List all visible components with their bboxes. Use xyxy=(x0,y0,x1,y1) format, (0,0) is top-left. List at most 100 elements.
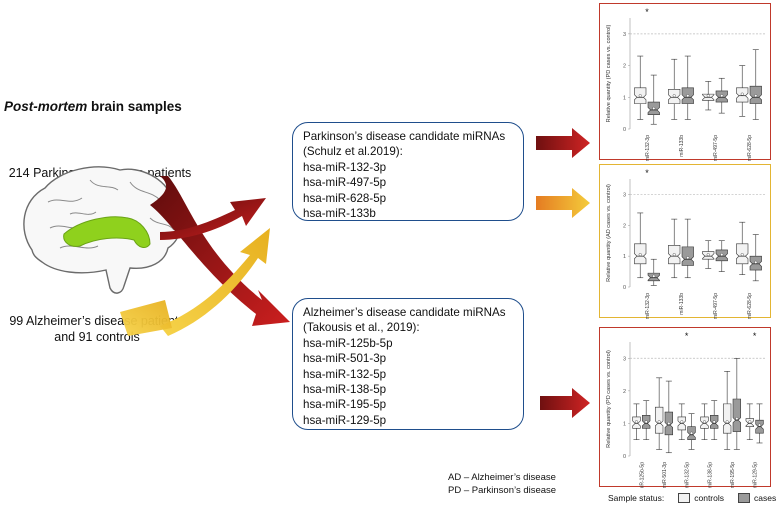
yellow-curved-arrow xyxy=(160,228,270,336)
arrows-layer xyxy=(23,128,590,418)
ad-box-citation: (Takousis et al., 2019): xyxy=(303,321,420,335)
mean-marker xyxy=(657,420,661,424)
mean-marker xyxy=(725,420,729,424)
y-tick-label: 0 xyxy=(623,454,626,460)
arrow-to-panel-3 xyxy=(540,388,590,418)
mean-marker xyxy=(672,94,676,98)
sample-status-legend: Sample status: controls cases xyxy=(608,493,776,503)
ad-mirna-item: hsa-miR-132-5p xyxy=(303,367,387,381)
controls-swatch-icon xyxy=(678,493,691,503)
mean-marker xyxy=(638,94,642,98)
heading-rest: brain samples xyxy=(87,99,182,114)
red-up-arrow xyxy=(160,198,266,240)
pd-box-citation: (Schulz et al.2019): xyxy=(303,145,403,159)
boxplot-panel-1: Relative quantity (PD cases vs. control)… xyxy=(599,3,771,161)
y-axis-label: Relative quantity (PD cases vs. control) xyxy=(606,25,612,123)
legend-controls: controls xyxy=(694,493,724,503)
x-tick-label: miR-628-5p xyxy=(747,135,753,161)
y-tick-label: 3 xyxy=(623,356,626,362)
x-tick-label: miR-501-3p xyxy=(662,462,668,488)
mean-marker xyxy=(735,417,739,421)
mean-marker xyxy=(686,256,690,260)
x-tick-label: miR-132-5p xyxy=(685,462,691,488)
cases-box xyxy=(681,246,694,266)
section-heading: Post-mortem brain samples xyxy=(4,99,182,114)
x-tick-label: miR-497-5p xyxy=(713,135,719,161)
abbreviations: AD – Alzheimer’s disease PD – Parkinson’… xyxy=(448,471,556,497)
ad-box-title: Alzheimer’s disease candidate miRNAs xyxy=(303,306,506,319)
y-tick-label: 0 xyxy=(623,285,626,291)
legend-label: Sample status: xyxy=(608,493,665,503)
mean-marker xyxy=(680,420,684,424)
y-tick-label: 2 xyxy=(623,64,626,70)
mean-marker xyxy=(748,420,752,424)
ad-mirna-item: hsa-miR-138-5p xyxy=(303,383,387,397)
pd-box-title: Parkinson’s disease candidate miRNAs xyxy=(303,130,506,143)
pd-mirna-item: hsa-miR-497-5p xyxy=(303,176,387,190)
mean-marker xyxy=(652,274,656,278)
boxplot-panel-2: Relative quantity (AD cases vs. control)… xyxy=(599,164,771,319)
mean-marker xyxy=(720,94,724,98)
pd-candidate-box: Parkinson’s disease candidate miRNAs (Sc… xyxy=(292,122,524,221)
ad-mirna-item: hsa-miR-129-5p xyxy=(303,413,387,427)
abbr-ad: AD – Alzheimer’s disease xyxy=(448,472,556,483)
boxplot-1: Relative quantity (PD cases vs. control)… xyxy=(606,7,766,161)
significance-star: * xyxy=(645,168,649,178)
mean-marker xyxy=(754,260,758,264)
abbr-pd: PD – Parkinson’s disease xyxy=(448,485,557,496)
ad-cohort-line-2: and 91 controls xyxy=(54,330,140,344)
mean-marker xyxy=(706,94,710,98)
mean-marker xyxy=(754,94,758,98)
y-tick-label: 1 xyxy=(623,95,626,101)
mean-marker xyxy=(634,420,638,424)
ad-mirna-item: hsa-miR-125b-5p xyxy=(303,336,393,350)
mean-marker xyxy=(638,253,642,257)
y-tick-label: 2 xyxy=(623,223,626,229)
x-tick-label: miR-628-5p xyxy=(747,293,753,319)
y-tick-label: 1 xyxy=(623,421,626,427)
boxplot-panel-3: Relative quantity (PD cases vs. control)… xyxy=(599,327,771,488)
x-tick-label: miR-138-5p xyxy=(707,462,713,488)
y-tick-label: 3 xyxy=(623,192,626,198)
controls-box xyxy=(654,406,664,434)
x-tick-label: miR-133b xyxy=(679,293,685,315)
y-axis-label: Relative quantity (PD cases vs. control) xyxy=(606,350,612,448)
y-tick-label: 0 xyxy=(623,127,626,133)
y-tick-label: 1 xyxy=(623,254,626,260)
x-tick-label: miR-497-5p xyxy=(713,293,719,319)
pd-mirna-item: hsa-miR-132-3p xyxy=(303,160,387,174)
pd-mirna-item: hsa-miR-628-5p xyxy=(303,191,387,205)
heading-italic: Post-mortem xyxy=(4,99,88,114)
mean-marker xyxy=(702,420,706,424)
boxplot-3: Relative quantity (PD cases vs. control)… xyxy=(606,331,766,488)
mean-marker xyxy=(712,420,716,424)
y-tick-label: 2 xyxy=(623,389,626,395)
legend-cases: cases xyxy=(754,493,777,503)
x-tick-label: miR-132-3p xyxy=(645,135,651,161)
y-axis-label: Relative quantity (AD cases vs. control) xyxy=(606,184,612,282)
mean-marker xyxy=(644,420,648,424)
boxplot-2: Relative quantity (AD cases vs. control)… xyxy=(606,168,766,319)
cases-box xyxy=(732,398,742,432)
controls-box xyxy=(722,403,732,434)
yellow-tail xyxy=(120,300,172,336)
significance-star: * xyxy=(753,331,757,341)
mean-marker xyxy=(720,253,724,257)
mean-marker xyxy=(667,421,671,425)
x-tick-label: miR-125b-5p xyxy=(639,462,645,488)
x-tick-label: miR-133b xyxy=(679,135,685,157)
brain-illustration xyxy=(23,166,183,294)
cases-swatch-icon xyxy=(738,493,750,503)
ad-mirna-item: hsa-miR-501-3p xyxy=(303,352,387,366)
ad-mirna-item: hsa-miR-195-5p xyxy=(303,398,387,412)
x-tick-label: miR-129-5p xyxy=(753,462,759,488)
mean-marker xyxy=(672,253,676,257)
mean-marker xyxy=(706,253,710,257)
mean-marker xyxy=(740,92,744,96)
significance-star: * xyxy=(645,7,649,17)
arrow-to-panel-1 xyxy=(536,128,590,158)
arrow-to-panel-2 xyxy=(536,188,590,218)
y-tick-label: 3 xyxy=(623,32,626,38)
ad-candidate-box: Alzheimer’s disease candidate miRNAs (Ta… xyxy=(292,298,524,430)
mean-marker xyxy=(740,253,744,257)
